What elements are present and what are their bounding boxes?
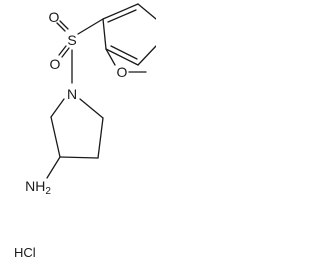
bond-ring-inner-2 (110, 45, 138, 60)
bond-c5-n (79, 98, 104, 119)
bond-ring-3 (137, 45, 157, 66)
oxygen-upper-label: O (49, 9, 60, 25)
bond-n-c2 (50, 98, 65, 118)
amine-subscript: 2 (45, 186, 51, 197)
bond-ring-1 (102, 3, 139, 20)
sulfonyl-double-bonds (56, 20, 70, 58)
methoxy-group (105, 48, 147, 73)
pyrrolidine-ring (50, 98, 104, 159)
amine-label: NH2 (25, 178, 51, 197)
oxygen-lower-label: O (50, 56, 61, 72)
bond-ring-inner-1 (107, 9, 137, 23)
bond-ring-4 (105, 48, 139, 66)
bond-s-o-lower-a (58, 45, 67, 56)
bond-ring-5 (102, 18, 107, 50)
sulfur-label: S (67, 32, 76, 48)
bond-s-o-upper-b (59, 20, 69, 30)
nitrogen-label: N (67, 86, 77, 102)
structure-diagram: S O O O N NH2 HCl (0, 0, 157, 263)
molecule-drawing: S O O O N NH2 HCl (14, 3, 157, 260)
bond-c4-c5 (97, 117, 104, 159)
bond-s-o-upper-a (56, 22, 66, 32)
salt-label: HCl (14, 245, 36, 260)
oxygen-methoxy-label: O (117, 64, 128, 80)
bond-s-o-lower-b (61, 47, 70, 58)
bond-ring-2 (137, 3, 157, 20)
bond-ring-sulfur (77, 18, 104, 35)
bond-c3-c4 (59, 156, 99, 159)
benzene-ring (102, 3, 157, 66)
bond-c3-amine (46, 156, 61, 179)
amine-nh: NH (25, 178, 45, 194)
bond-ring-o-methoxy (105, 48, 116, 66)
bond-c2-c3 (50, 116, 61, 158)
